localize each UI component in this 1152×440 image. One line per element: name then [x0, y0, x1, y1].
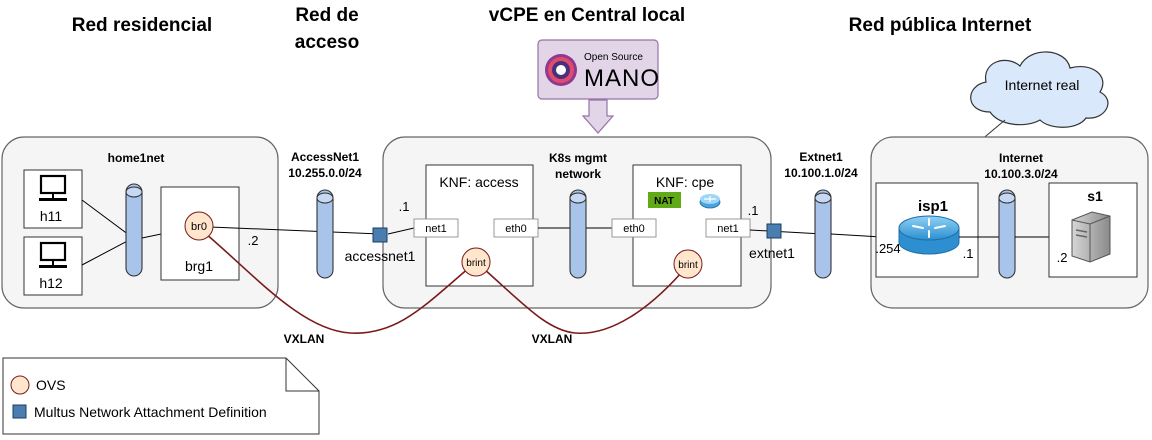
knf-access-eth0-label: eth0 — [505, 223, 526, 235]
h12-label: h12 — [39, 275, 63, 291]
heading-access-2: acceso — [295, 32, 359, 53]
router-icon — [898, 215, 960, 255]
knf-cpe-net1 — [705, 218, 751, 238]
k8s-switch — [569, 189, 587, 279]
legend-ovs-symbol — [10, 375, 30, 395]
heading-residential: Red residencial — [72, 15, 212, 36]
heading-access-1: Red de — [295, 5, 358, 26]
extnet-attach-label: extnet1 — [749, 245, 795, 261]
knf-cpe-eth0-label: eth0 — [623, 223, 644, 235]
brint-cpe-ovs — [673, 249, 703, 279]
k8s-label-2: network — [555, 167, 601, 181]
router-icon — [699, 194, 721, 209]
mano-arrow — [581, 99, 615, 134]
accessnet-attach-label: accessnet1 — [345, 248, 416, 264]
home-title: home1net — [108, 151, 165, 165]
vxlan-link-right — [475, 261, 689, 334]
link-h12 — [81, 237, 134, 266]
s1-ip: .2 — [1057, 250, 1068, 265]
knf-access-net1-label: net1 — [425, 223, 446, 235]
vxlan-label-left: VXLAN — [284, 332, 325, 346]
link-h11 — [81, 199, 134, 239]
mano-big-text: MANO — [584, 65, 660, 92]
vxlan-link-left — [198, 227, 477, 334]
monitor-icon — [39, 241, 67, 268]
link-brg1-access — [209, 226, 381, 235]
legend: OVS Multus Network Attachment Definition — [2, 357, 320, 435]
heading-public: Red pública Internet — [849, 15, 1032, 36]
accessnet-subnet: 10.255.0.0/24 — [288, 166, 362, 180]
isp1-ip-left: .254 — [875, 241, 900, 256]
multus-attach-access — [372, 227, 388, 243]
isp1-label: isp1 — [918, 198, 948, 215]
knf-cpe-title: KNF: cpe — [656, 174, 715, 190]
isp1-ip-right: .1 — [963, 246, 974, 261]
brint-cpe-label: brint — [678, 260, 698, 271]
server-icon — [1071, 211, 1111, 263]
home-switch — [125, 183, 143, 277]
vxlan-label-right: VXLAN — [532, 332, 573, 346]
accessnet-name: AccessNet1 — [291, 150, 359, 164]
h11-label: h11 — [40, 208, 63, 224]
cpe-ip: .1 — [748, 203, 759, 218]
knf-cpe-eth0 — [611, 218, 657, 238]
brg1-ip: .2 — [248, 233, 259, 248]
mano-small-text: Open Source — [584, 52, 643, 63]
nat-label: NAT — [654, 196, 674, 207]
access-ip: .1 — [399, 199, 410, 214]
internet-title: Internet — [999, 151, 1043, 165]
legend-multus-label: Multus Network Attachment Definition — [34, 404, 267, 420]
legend-ovs-label: OVS — [36, 377, 66, 393]
extnet-subnet: 10.100.1.0/24 — [784, 166, 858, 180]
legend-multus-symbol — [12, 404, 27, 419]
heading-vcpe: vCPE en Central local — [489, 5, 685, 26]
internet-cloud: Internet real — [970, 51, 1109, 128]
knf-cpe-net1-label: net1 — [717, 223, 738, 235]
nat-badge — [648, 192, 681, 208]
extnet-name: Extnet1 — [799, 150, 843, 164]
internet-switch — [998, 189, 1016, 279]
brint-access-label: brint — [466, 258, 486, 269]
mano-logo: Open Source MANO — [537, 39, 660, 100]
brint-access-ovs — [461, 247, 491, 277]
k8s-label-1: K8s mgmt — [549, 151, 607, 165]
knf-access-net1 — [413, 218, 459, 238]
brg1-label: brg1 — [185, 258, 213, 274]
monitor-icon — [39, 174, 67, 201]
s1-label: s1 — [1087, 188, 1103, 204]
internet-subnet: 10.100.3.0/24 — [984, 167, 1058, 181]
br0-ovs — [184, 211, 214, 241]
cloud-label: Internet real — [1005, 77, 1080, 93]
br0-label: br0 — [191, 221, 207, 233]
accessnet-switch — [316, 189, 334, 279]
knf-access-title: KNF: access — [439, 174, 518, 190]
multus-attach-ext — [766, 223, 782, 239]
